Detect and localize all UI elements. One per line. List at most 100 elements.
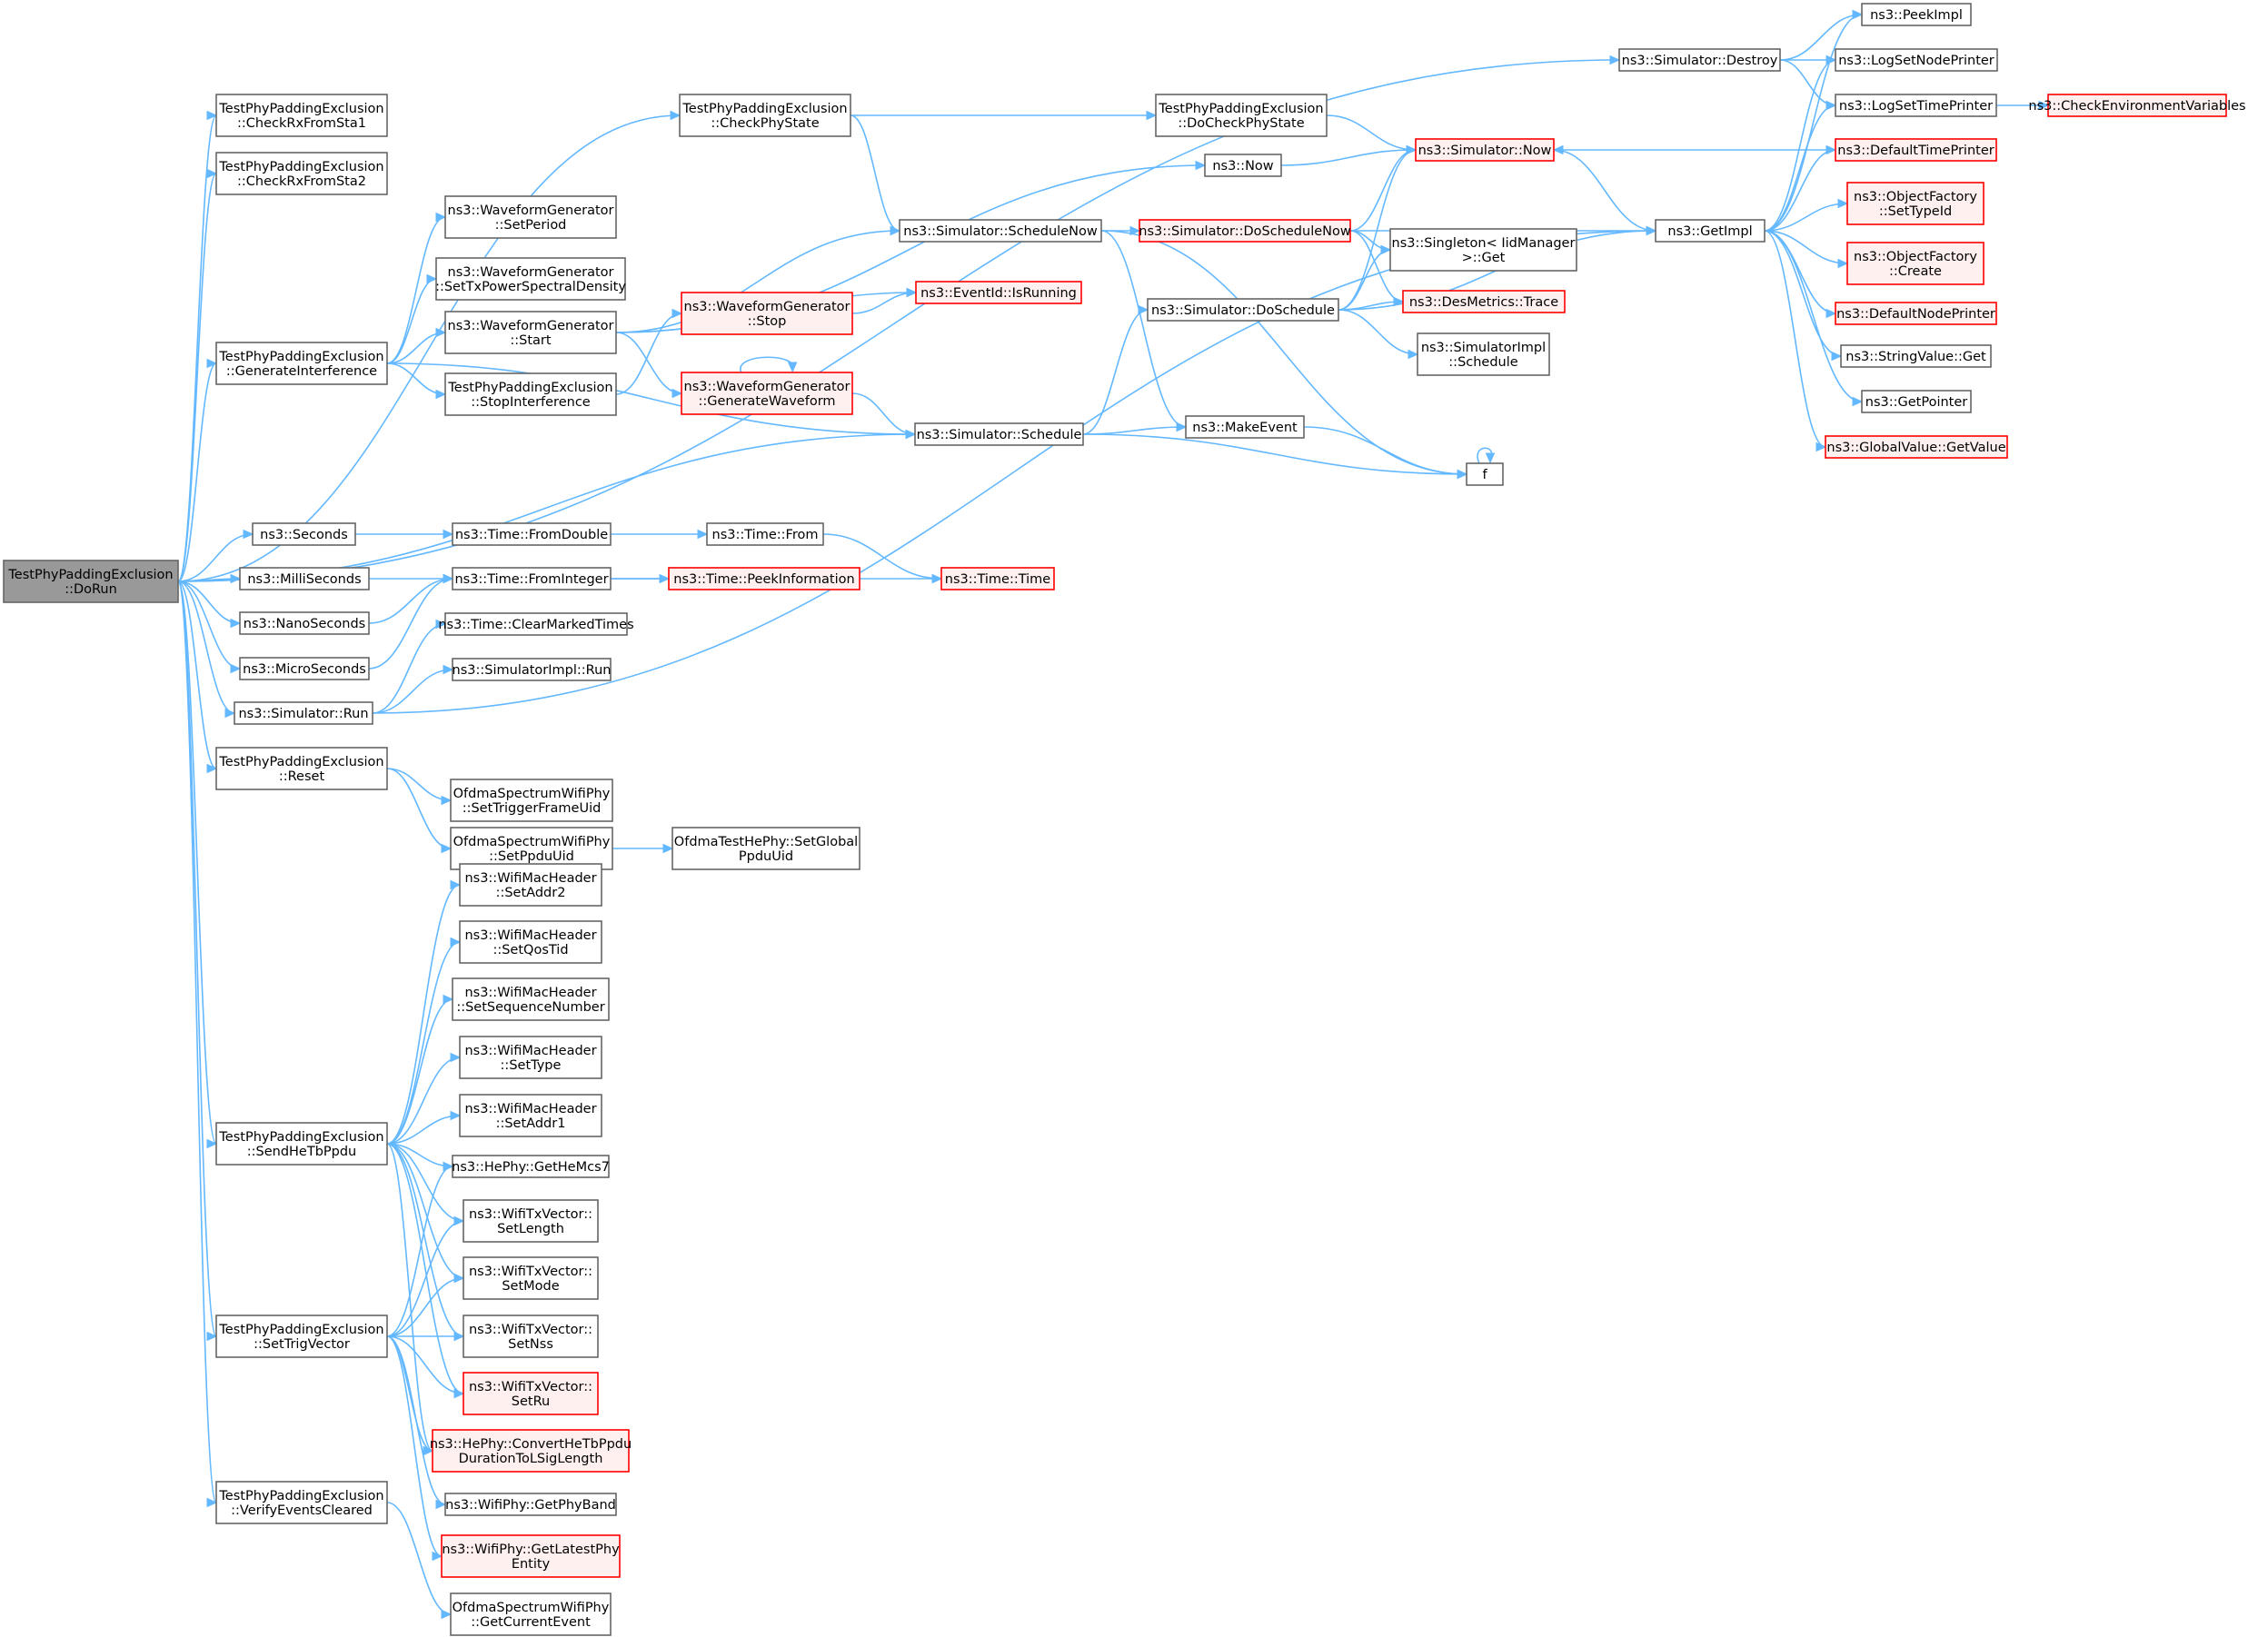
node-verify[interactable]: TestPhyPaddingExclusion::VerifyEventsCle… xyxy=(215,1481,388,1524)
node-getpointer[interactable]: ns3::GetPointer xyxy=(1861,390,1972,413)
node-wgstart[interactable]: ns3::WaveformGenerator::Start xyxy=(444,311,617,354)
node-wgstop[interactable]: ns3::WaveformGenerator::Stop xyxy=(681,292,853,335)
node-addr2[interactable]: ns3::WifiMacHeader::SetAddr2 xyxy=(459,863,602,907)
node-makeevent[interactable]: ns3::MakeEvent xyxy=(1185,415,1305,439)
edge-line xyxy=(386,1143,464,1337)
node-label: ::CheckRxFromSta2 xyxy=(237,174,366,189)
node-hemcs7[interactable]: ns3::HePhy::GetHeMcs7 xyxy=(452,1155,610,1178)
node-curevent[interactable]: OfdmaSpectrumWifiPhy::GetCurrentEvent xyxy=(450,1592,612,1636)
node-micros[interactable]: ns3::MicroSeconds xyxy=(239,657,370,680)
node-ofcreate[interactable]: ns3::ObjectFactory::Create xyxy=(1846,242,1984,285)
node-schedule[interactable]: ns3::Simulator::Schedule xyxy=(914,422,1084,446)
node-dorun[interactable]: TestPhyPaddingExclusion::DoRun xyxy=(3,560,179,603)
node-gvget[interactable]: ns3::GlobalValue::GetValue xyxy=(1825,435,2008,459)
node-fromint[interactable]: ns3::Time::FromInteger xyxy=(452,567,612,590)
node-setmode[interactable]: ns3::WifiTxVector::SetMode xyxy=(463,1256,599,1300)
node-label: ::SetTriggerFrameUid xyxy=(463,801,602,816)
node-clearmarked[interactable]: ns3::Time::ClearMarkedTimes xyxy=(438,612,634,636)
node-geninterf[interactable]: TestPhyPaddingExclusion::GenerateInterfe… xyxy=(215,342,388,385)
arrow-head xyxy=(670,110,681,121)
node-doschednow[interactable]: ns3::Simulator::DoScheduleNow xyxy=(1139,219,1351,243)
node-settxpsd[interactable]: ns3::WaveformGenerator::SetTxPowerSpectr… xyxy=(435,257,626,301)
arrow-head xyxy=(697,529,709,540)
node-box xyxy=(239,567,370,590)
node-dosched[interactable]: ns3::Simulator::DoSchedule xyxy=(1147,298,1339,322)
node-destroy[interactable]: ns3::Simulator::Destroy xyxy=(1618,48,1781,72)
node-box xyxy=(1846,242,1984,285)
node-strget[interactable]: ns3::StringValue::Get xyxy=(1840,344,1992,368)
node-checkrx1[interactable]: TestPhyPaddingExclusion::CheckRxFromSta1 xyxy=(215,94,388,137)
arrow-head xyxy=(441,1609,453,1620)
node-f[interactable]: f xyxy=(1466,462,1504,486)
edge-line xyxy=(1764,230,1826,448)
node-checkrx2[interactable]: TestPhyPaddingExclusion::CheckRxFromSta2 xyxy=(215,152,388,195)
node-defnodep[interactable]: ns3::DefaultNodePrinter xyxy=(1835,302,1997,325)
node-simnow[interactable]: ns3::Simulator::Now xyxy=(1415,138,1555,162)
node-nanos[interactable]: ns3::NanoSeconds xyxy=(239,611,370,635)
node-box xyxy=(1835,302,1997,325)
node-addr1[interactable]: ns3::WifiMacHeader::SetAddr1 xyxy=(459,1094,602,1137)
node-setypeid[interactable]: ns3::ObjectFactory::SetTypeId xyxy=(1846,182,1984,225)
node-peekimpl[interactable]: ns3::PeekImpl xyxy=(1861,3,1972,26)
arrow-head xyxy=(230,573,242,584)
node-setppdu[interactable]: OfdmaSpectrumWifiPhy::SetPpduUid xyxy=(450,827,613,870)
node-setru[interactable]: ns3::WifiTxVector::SetRu xyxy=(463,1372,599,1415)
node-logtime[interactable]: ns3::LogSetTimePrinter xyxy=(1835,94,1997,117)
node-deftimep[interactable]: ns3::DefaultTimePrinter xyxy=(1835,138,1997,162)
node-schednow[interactable]: ns3::Simulator::ScheduleNow xyxy=(899,219,1102,243)
node-implrun[interactable]: ns3::SimulatorImpl::Run xyxy=(452,658,612,681)
edge-sendhe-to-addr1 xyxy=(386,1110,462,1145)
node-genwave[interactable]: ns3::WaveformGenerator::GenerateWaveform xyxy=(681,372,853,415)
arrow-head xyxy=(671,308,683,319)
node-stopinterf[interactable]: TestPhyPaddingExclusion::StopInterferenc… xyxy=(444,372,617,416)
node-qostid[interactable]: ns3::WifiMacHeader::SetQosTid xyxy=(459,920,602,964)
node-label: ns3::Simulator::Destroy xyxy=(1622,54,1778,68)
edge-line xyxy=(372,623,446,714)
node-checkenv[interactable]: ns3::CheckEnvironmentVariables xyxy=(2028,94,2246,117)
edge-schednow-to-makeevent xyxy=(1100,230,1188,432)
node-box xyxy=(450,779,613,822)
node-implsched[interactable]: ns3::SimulatorImpl::Schedule xyxy=(1417,332,1550,376)
arrow-head xyxy=(453,1331,465,1342)
node-singleton[interactable]: ns3::Singleton< IidManager>::Get xyxy=(1389,228,1577,272)
node-box xyxy=(1655,219,1766,243)
node-checkphy[interactable]: TestPhyPaddingExclusion::CheckPhyState xyxy=(679,94,851,137)
node-label: ns3::MakeEvent xyxy=(1192,421,1298,435)
node-label: TestPhyPaddingExclusion xyxy=(218,1489,383,1503)
node-millis[interactable]: ns3::MilliSeconds xyxy=(239,567,370,590)
node-setnss[interactable]: ns3::WifiTxVector::SetNss xyxy=(463,1315,599,1358)
node-box xyxy=(239,611,370,635)
node-settrigger[interactable]: OfdmaSpectrumWifiPhy::SetTriggerFrameUid xyxy=(450,779,613,822)
node-convert[interactable]: ns3::HePhy::ConvertHeTbPpduDurationToLSi… xyxy=(430,1429,632,1473)
node-getimpl[interactable]: ns3::GetImpl xyxy=(1655,219,1766,243)
node-label: ns3::DesMetrics::Trace xyxy=(1409,295,1558,310)
node-phyband[interactable]: ns3::WifiPhy::GetPhyBand xyxy=(444,1493,617,1516)
node-label: ns3::WaveformGenerator xyxy=(684,380,850,394)
node-simrun[interactable]: ns3::Simulator::Run xyxy=(234,701,373,725)
node-settrig[interactable]: TestPhyPaddingExclusion::SetTrigVector xyxy=(215,1315,388,1358)
arrow-head xyxy=(1393,296,1405,307)
node-timetime[interactable]: ns3::Time::Time xyxy=(940,567,1055,590)
node-fromdouble[interactable]: ns3::Time::FromDouble xyxy=(452,522,612,546)
node-sendhe[interactable]: TestPhyPaddingExclusion::SendHeTbPpdu xyxy=(215,1122,388,1166)
node-now[interactable]: ns3::Now xyxy=(1204,154,1282,177)
node-destrace[interactable]: ns3::DesMetrics::Trace xyxy=(1402,290,1566,313)
arrow-head xyxy=(206,168,218,179)
node-settype[interactable]: ns3::WifiMacHeader::SetType xyxy=(459,1036,602,1079)
node-docheckphy[interactable]: TestPhyPaddingExclusion::DoCheckPhyState xyxy=(1155,94,1328,137)
node-setlength[interactable]: ns3::WifiTxVector::SetLength xyxy=(463,1199,599,1243)
node-seqnum[interactable]: ns3::WifiMacHeader::SetSequenceNumber xyxy=(452,977,610,1021)
node-reset[interactable]: TestPhyPaddingExclusion::Reset xyxy=(215,747,388,790)
node-timefrom[interactable]: ns3::Time::From xyxy=(706,522,824,546)
node-lognode[interactable]: ns3::LogSetNodePrinter xyxy=(1835,48,1998,72)
node-seconds[interactable]: ns3::Seconds xyxy=(252,522,356,546)
edge-dorun-to-sendhe xyxy=(177,580,218,1149)
arrow-head xyxy=(1485,452,1496,464)
node-peekinfo[interactable]: ns3::Time::PeekInformation xyxy=(668,567,860,590)
node-setperiod[interactable]: ns3::WaveformGenerator::SetPeriod xyxy=(444,195,617,239)
node-label: ns3::WifiTxVector:: xyxy=(469,1323,592,1337)
node-isrunning[interactable]: ns3::EventId::IsRunning xyxy=(915,281,1082,304)
edge-settrig-to-setru xyxy=(386,1335,465,1399)
